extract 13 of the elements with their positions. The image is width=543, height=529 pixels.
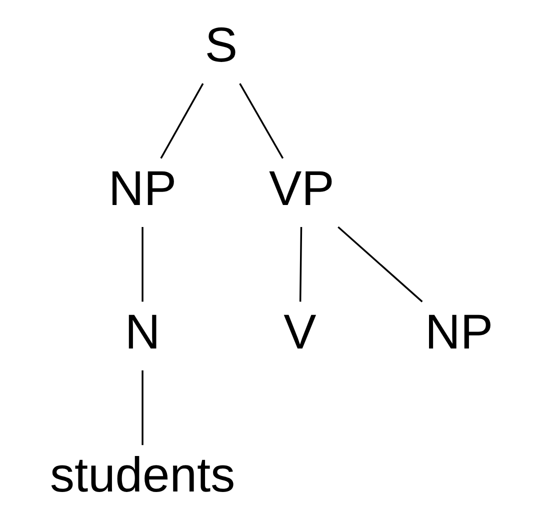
connector [239, 83, 284, 159]
connector [299, 226, 302, 302]
connector [160, 83, 204, 159]
connector [338, 226, 423, 302]
node-text: S [204, 18, 238, 72]
node-text: NP [108, 162, 177, 216]
node-text: V [284, 305, 316, 360]
connector [142, 370, 144, 446]
connector [142, 227, 144, 302]
node-text: NP [425, 305, 494, 360]
node-text: N [124, 305, 160, 360]
node-text: students [50, 448, 236, 503]
node-text: VP [269, 162, 334, 216]
